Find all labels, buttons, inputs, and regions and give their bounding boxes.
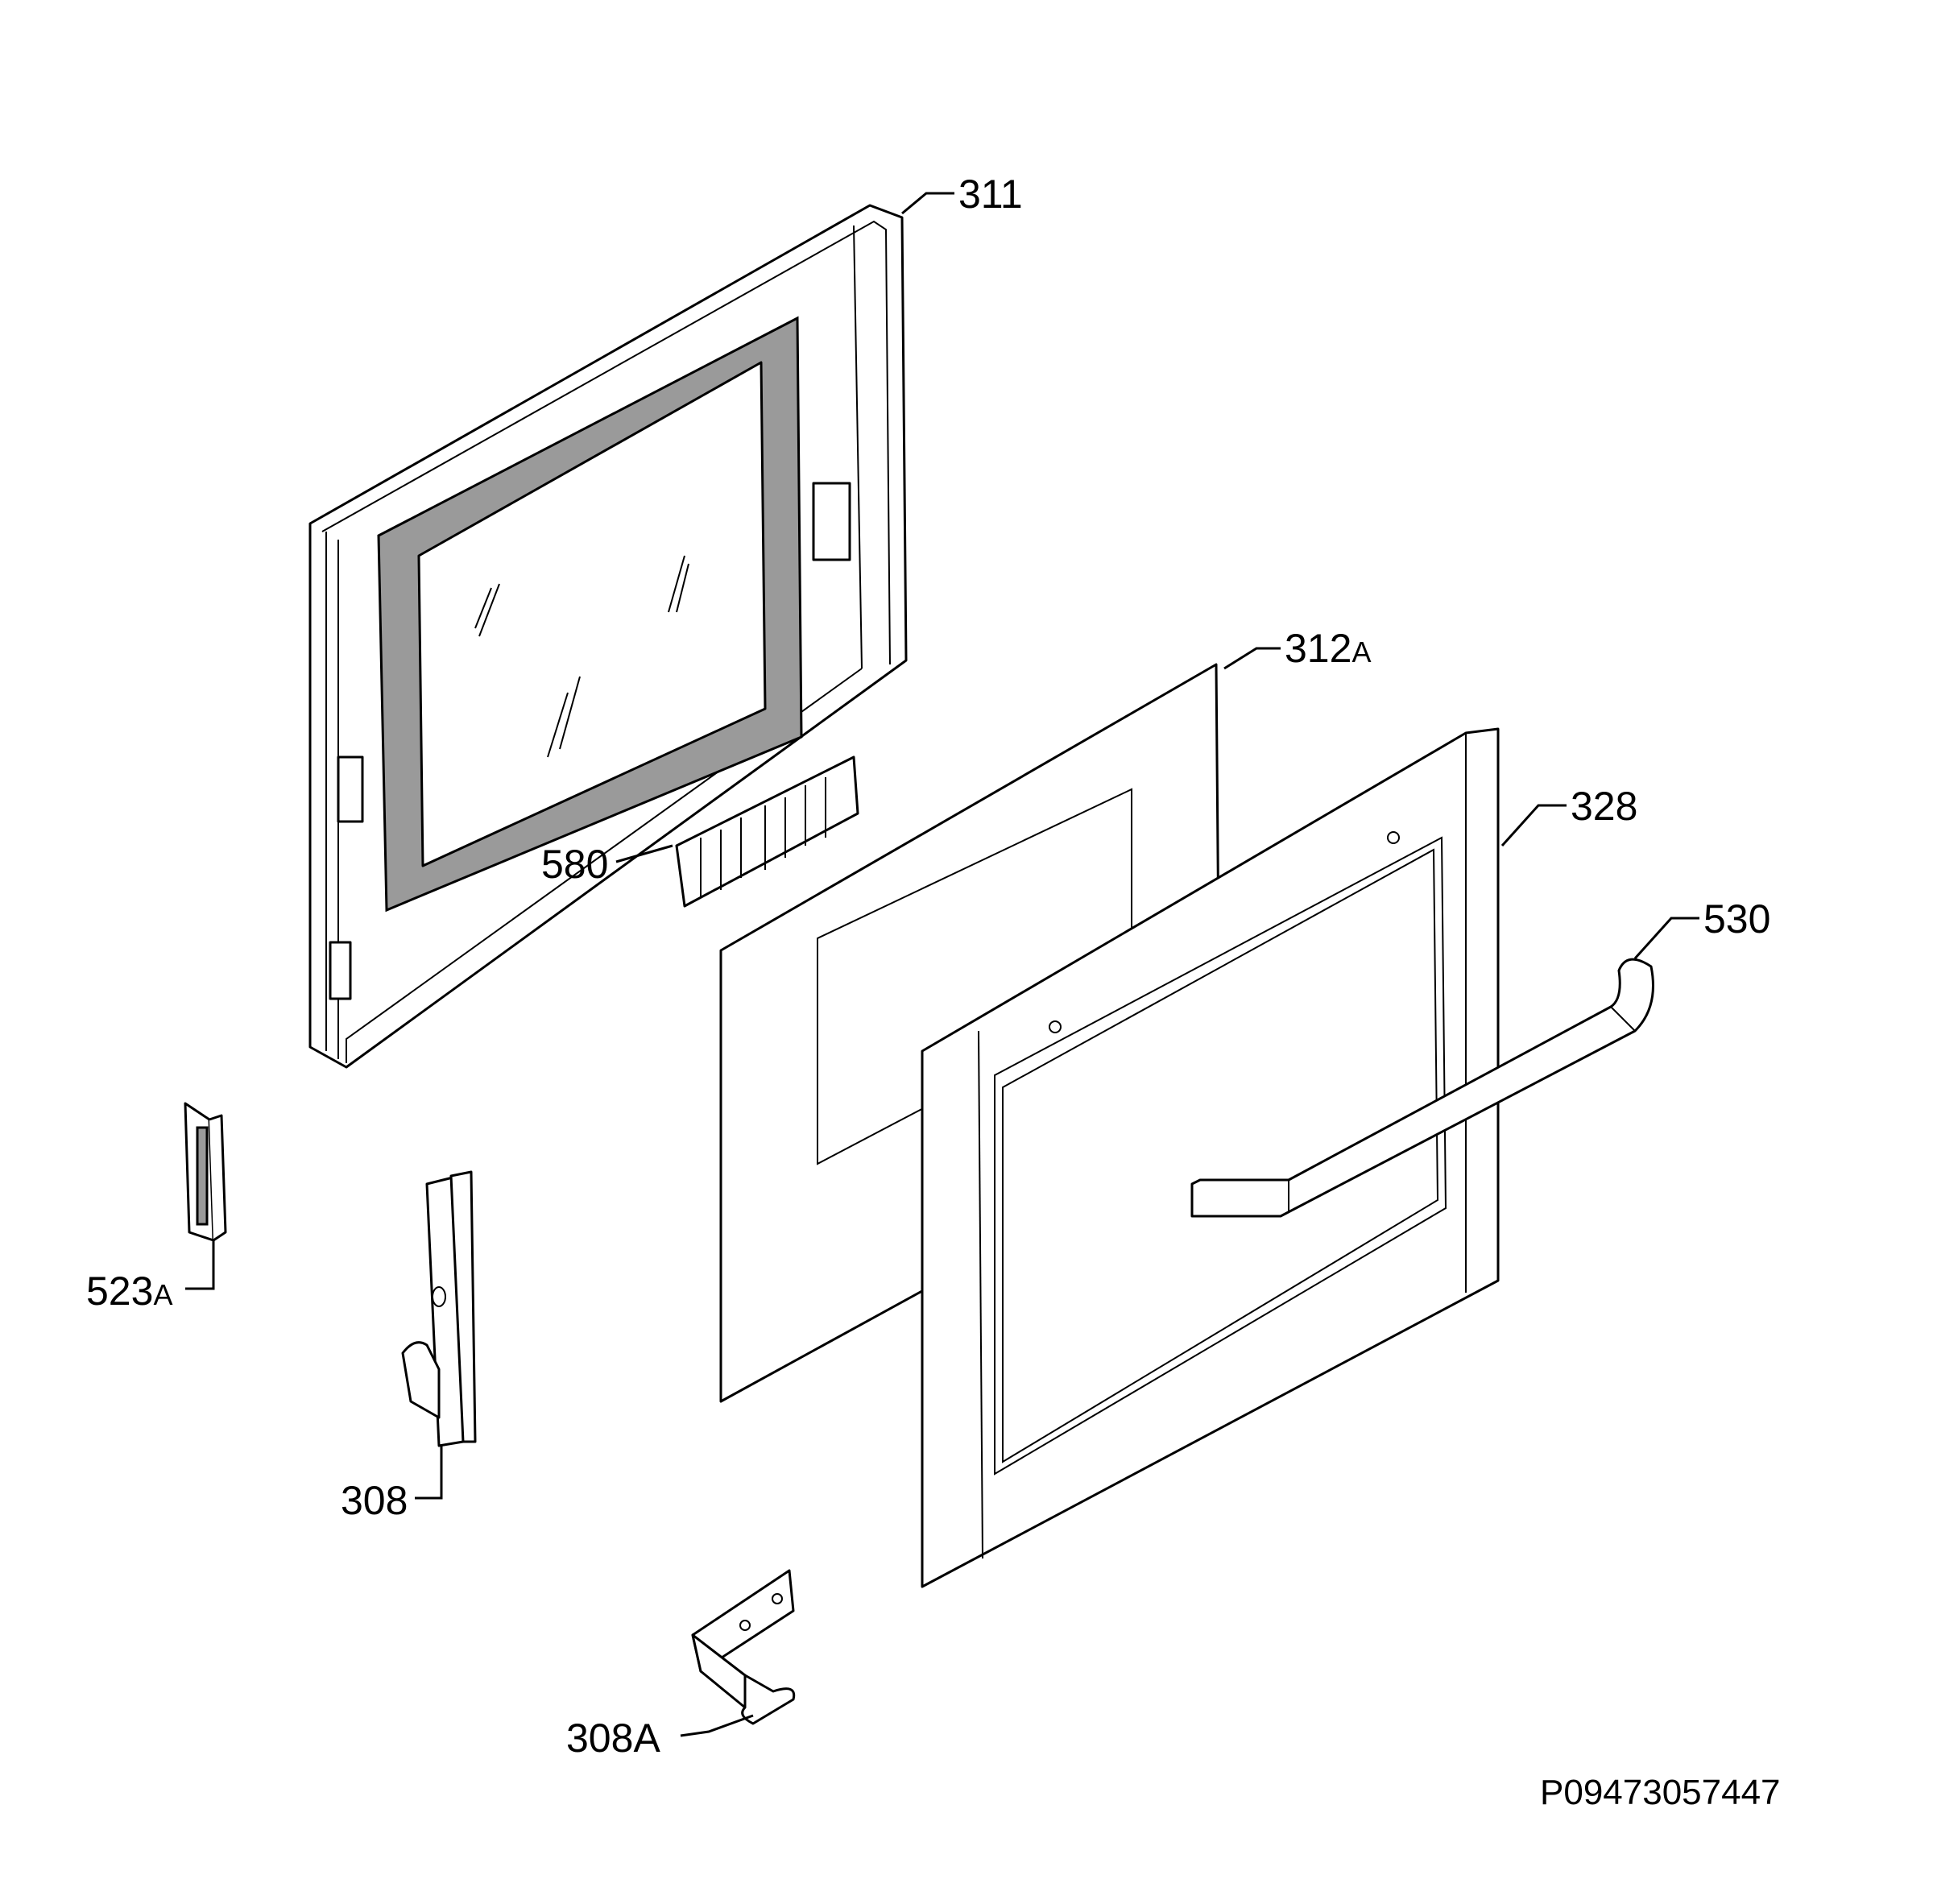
callout-311: 311 [958,172,1023,217]
hinge-receiver-523A [184,1102,227,1242]
hinge-bracket-308A [691,1569,796,1725]
callout-523A-suffix: A [153,1278,172,1311]
drawing-code: P09473057447 [1540,1773,1781,1812]
callout-308A-number: 308 [566,1716,633,1761]
door-hinge-308 [401,1170,477,1447]
callout-523A-number: 523 [86,1269,153,1314]
outer-door-frame-328 [921,727,1500,1588]
door-handle-530 [1190,958,1654,1218]
air-deflector-580 [675,755,859,908]
callout-328: 328 [1571,784,1637,829]
callout-312A: 312A [1285,626,1371,671]
callout-523A: 523A [86,1269,172,1314]
callout-580: 580 [541,842,608,887]
inner-door-panel-311 [308,204,908,1069]
callout-308A: 308A [566,1716,660,1761]
callout-308: 308 [341,1478,408,1523]
callout-312A-suffix: A [1351,635,1371,668]
callout-labels: 311 312A 328 530 580 523A 308 308A [86,172,1770,1761]
callout-308A-suffix: A [633,1716,660,1761]
callout-312A-number: 312 [1285,626,1351,671]
callout-530: 530 [1703,896,1770,942]
leader-lines [185,192,1699,1737]
